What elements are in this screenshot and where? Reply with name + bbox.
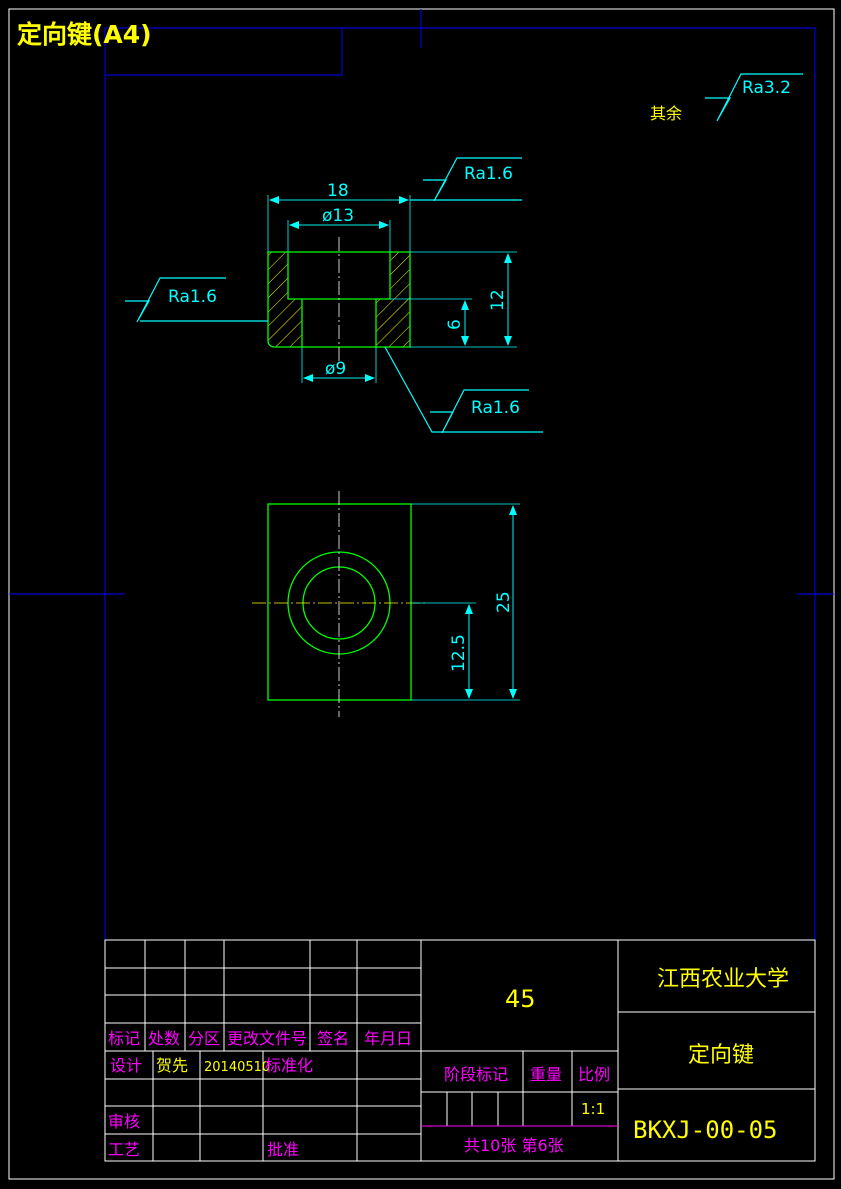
tb-sheet-info: 共10张 第6张	[464, 1136, 564, 1155]
tb-date: 年月日	[364, 1029, 412, 1048]
general-roughness-symbol	[705, 73, 803, 122]
tb-part-name: 定向键	[688, 1043, 754, 1068]
roughness-bottom: Ra1.6	[471, 398, 520, 418]
dim-width: 25	[494, 591, 514, 613]
general-roughness-value: Ra3.2	[742, 78, 791, 98]
tb-mark: 标记	[108, 1029, 140, 1048]
dim-bore-diameter: ø13	[322, 206, 354, 226]
tb-material: 45	[505, 985, 536, 1013]
tb-designer: 贺先	[156, 1056, 188, 1075]
tb-drawing-no: BKXJ-00-05	[633, 1116, 778, 1144]
sheet-title: 定向键(A4)	[17, 20, 152, 49]
tb-zone: 分区	[188, 1029, 220, 1048]
dim-half-width: 12.5	[449, 634, 469, 672]
tb-change-doc: 更改文件号	[227, 1029, 307, 1048]
tb-school: 江西农业大学	[657, 967, 789, 992]
tb-review: 审核	[108, 1112, 140, 1131]
dim-total-height: 12	[488, 289, 508, 311]
roughness-top: Ra1.6	[464, 164, 513, 184]
roughness-side: Ra1.6	[168, 287, 217, 307]
tb-design: 设计	[110, 1056, 142, 1075]
tb-signature: 签名	[317, 1029, 349, 1048]
section-view: 18 ø13 ø9 12 6 Ra1.6	[125, 157, 543, 434]
title-block	[104, 939, 816, 1162]
hatch-right	[376, 252, 410, 347]
dim-step-height: 6	[445, 319, 465, 330]
section-outline	[267, 251, 411, 348]
tb-approve: 批准	[267, 1140, 299, 1159]
tb-scale: 1:1	[581, 1100, 605, 1118]
title-label-box	[105, 27, 343, 76]
tb-design-date: 20140510	[204, 1060, 270, 1075]
general-roughness-prefix: 其余	[650, 104, 682, 123]
hatch-left	[268, 252, 302, 347]
dim-outer-length: 18	[327, 181, 349, 201]
tb-scale-label: 比例	[578, 1065, 610, 1084]
tb-standardize: 标准化	[265, 1056, 313, 1075]
tb-weight: 重量	[530, 1065, 562, 1084]
tb-stage-mark: 阶段标记	[444, 1065, 508, 1084]
plan-view: 25 12.5	[252, 491, 520, 717]
dim-small-diameter: ø9	[325, 359, 346, 379]
tb-process: 工艺	[108, 1140, 140, 1159]
tb-count: 处数	[148, 1029, 180, 1048]
plan-outline	[267, 503, 412, 701]
